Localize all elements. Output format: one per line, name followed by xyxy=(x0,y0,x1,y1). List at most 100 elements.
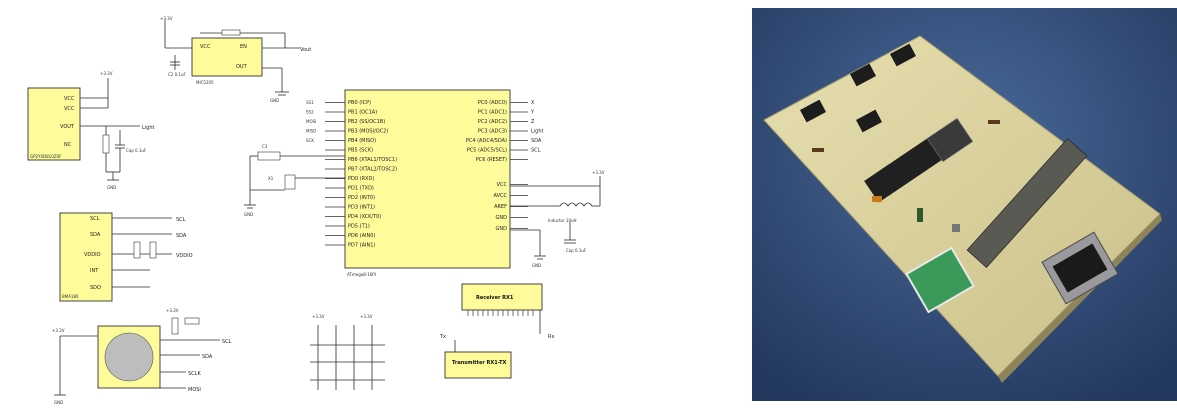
mcu-left-pin-label: PD4 (XCK/T0) xyxy=(348,214,381,220)
headers-block: +3.3V +3.3V xyxy=(310,314,385,390)
mcu-left-pin-label: PD6 (AIN0) xyxy=(348,233,375,239)
accel-pin-vddio: VDDIO xyxy=(84,252,101,258)
pcb-edge xyxy=(998,214,1162,383)
mcu-left-pin-label: PB5 (SCK) xyxy=(348,148,373,154)
header-3 xyxy=(890,43,916,67)
mcu-left-net-label: SCK xyxy=(306,138,314,143)
resistor-2 xyxy=(988,120,1000,124)
receiver-block: Receiver RX1 Rx xyxy=(461,283,554,340)
accel-pin-sdo: SDO xyxy=(90,285,101,291)
pcb-photo xyxy=(752,8,1177,401)
regulator-chip xyxy=(191,37,263,77)
mcu-left-pin-label: PB6 (XTAL1/TOSC1) xyxy=(348,157,397,163)
mcu-left-pin-label: PB7 (XTAL2/TOSC2) xyxy=(348,167,397,173)
regulator-supply-label: +3.3V xyxy=(160,16,173,21)
mcu-crystal-label: C3 xyxy=(262,144,268,149)
pressure-net-mosi: MOSI xyxy=(188,387,201,393)
regulator-name: MIC5205 xyxy=(196,80,214,85)
pressure-supply: +3.3V xyxy=(52,328,65,333)
light-sensor-pin-vout: VOUT xyxy=(60,124,75,130)
mcu-right-pin-label: PC6 (RESET) xyxy=(476,157,507,163)
mcu-xtal xyxy=(284,174,296,190)
mcu-right-pin-label: VCC xyxy=(497,182,508,188)
light-sensor-supply: +3.3V xyxy=(100,71,113,76)
header-label-1: +3.3V xyxy=(312,314,325,319)
mcu-right-pin-label: GND xyxy=(496,226,508,232)
mcu-right-pin-label: PC1 (ADC1) xyxy=(478,110,507,116)
mcu-left-pin-label: PD1 (TXD) xyxy=(348,186,374,192)
pressure-resistor-2 xyxy=(184,317,200,325)
regulator-pin-vcc: VCC xyxy=(200,44,211,50)
mcu-left-pin-label: PD3 (INT1) xyxy=(348,205,375,211)
receiver-pins xyxy=(467,310,534,316)
mcu-left-net-label: SS1 xyxy=(306,100,314,105)
mcu-left-pin-label: PB0 (ICP) xyxy=(348,100,371,106)
mcu-left-pin-label: PD7 (AIN1) xyxy=(348,243,375,249)
accel-resistor-1 xyxy=(133,241,141,259)
light-sensor-pin-vcc2: VCC xyxy=(64,106,75,112)
mcu-right-pin-label: AREF xyxy=(494,204,507,210)
regulator-pin-out: OUT xyxy=(236,64,248,70)
mcu-right-net-label: SDA xyxy=(531,138,542,144)
regulator-resistor xyxy=(221,29,241,36)
pcb-photo-svg xyxy=(752,8,1177,401)
transmitter-chip xyxy=(444,351,512,379)
mcu-right-pin-label: AVCC xyxy=(493,193,507,199)
accel-pin-scl: SCL xyxy=(90,216,100,222)
light-sensor-pin-vcc1: VCC xyxy=(64,96,75,102)
light-sensor-name: GP2Y0D810Z0F xyxy=(30,154,62,159)
mcu-right-pin-label: PC4 (ADC4/SDA) xyxy=(466,138,507,144)
mcu-crystal xyxy=(257,151,281,161)
pressure-sensor-dome xyxy=(104,332,154,382)
accelerometer-name: BMA180 xyxy=(62,294,79,299)
regulator-cap: C2 0.1uF xyxy=(168,72,187,77)
mcu-right-net-label: Z xyxy=(531,119,535,125)
mcu-left-pin-label: PB2 (SS/OC1B) xyxy=(348,119,385,125)
accelerometer-block: SCL SDA VDDIO INT SDO BMA180 SCL SDA VDD… xyxy=(59,212,193,302)
regulator-block: +3.3V VCC EN OUT MIC5205 Vout GND C2 0.1… xyxy=(160,16,311,103)
light-sensor-net: Light xyxy=(142,125,155,131)
mcu-left-pin-label: PB3 (MOSI/OC2) xyxy=(348,129,388,135)
mcu-left-net-label: MISO xyxy=(306,129,316,134)
radio-module xyxy=(966,138,1088,268)
regulator-gnd-label: GND xyxy=(270,98,279,103)
regulator-module xyxy=(926,117,974,163)
pressure-resistor-1 xyxy=(171,317,179,335)
header-1 xyxy=(800,99,826,123)
accel-resistor-2 xyxy=(149,241,157,259)
mcu-right-pin-label: PC0 (ADC0) xyxy=(478,100,507,106)
mcu-cap2: Cap 0.1uF xyxy=(566,248,587,253)
mcu-left-pin-label: PD2 (INT0) xyxy=(348,195,375,201)
mcu-right-pin-label: GND xyxy=(496,215,508,221)
mcu-right-pin-label: PC2 (ADC2) xyxy=(478,119,507,125)
header-4 xyxy=(856,109,882,133)
pressure-sensor-block: GND +3.3V SCL SDA SCLK MOSI +3.3V xyxy=(52,308,232,405)
mcu-right-pin-label: PC3 (ADC3) xyxy=(478,129,507,135)
transmitter-net: Tx xyxy=(439,334,446,340)
mcu-left-net-label: MOSI xyxy=(306,119,316,124)
accel-pin-sda: SDA xyxy=(90,232,101,238)
pressure-net-sda: SDA xyxy=(202,354,213,360)
accel-net-vddio: VDDIO xyxy=(176,253,193,259)
mcu-right-net-label: Y xyxy=(530,110,535,116)
mcu-left-pin-label: PD0 (RXD) xyxy=(348,176,374,182)
receiver-net: Rx xyxy=(548,334,554,340)
mcu-right-net-label: SCL xyxy=(531,148,541,154)
transmitter-block: Transmitter RX1-TX Tx xyxy=(439,334,512,379)
capacitor-1 xyxy=(872,196,882,202)
accel-net-sda: SDA xyxy=(176,233,187,239)
transmitter-name: Transmitter RX1-TX xyxy=(452,360,506,366)
accel-net-scl: SCL xyxy=(176,217,186,223)
green-sensor-module xyxy=(905,246,975,314)
mcu-gnd-label: GND xyxy=(244,212,253,217)
light-sensor-resistor xyxy=(102,134,110,154)
schematic-diagram: +3.3V VCC EN OUT MIC5205 Vout GND C2 0.1… xyxy=(27,16,605,405)
header-2 xyxy=(850,63,876,87)
mcu-xtal-label: X1 xyxy=(268,176,274,181)
accelerometer-chip xyxy=(59,212,113,302)
mcu-left-pin-label: PB1 (OC1A) xyxy=(348,110,377,116)
light-sensor-block: VCC VCC VOUT NC GP2Y0D810Z0F +3.3V Light… xyxy=(27,71,155,190)
